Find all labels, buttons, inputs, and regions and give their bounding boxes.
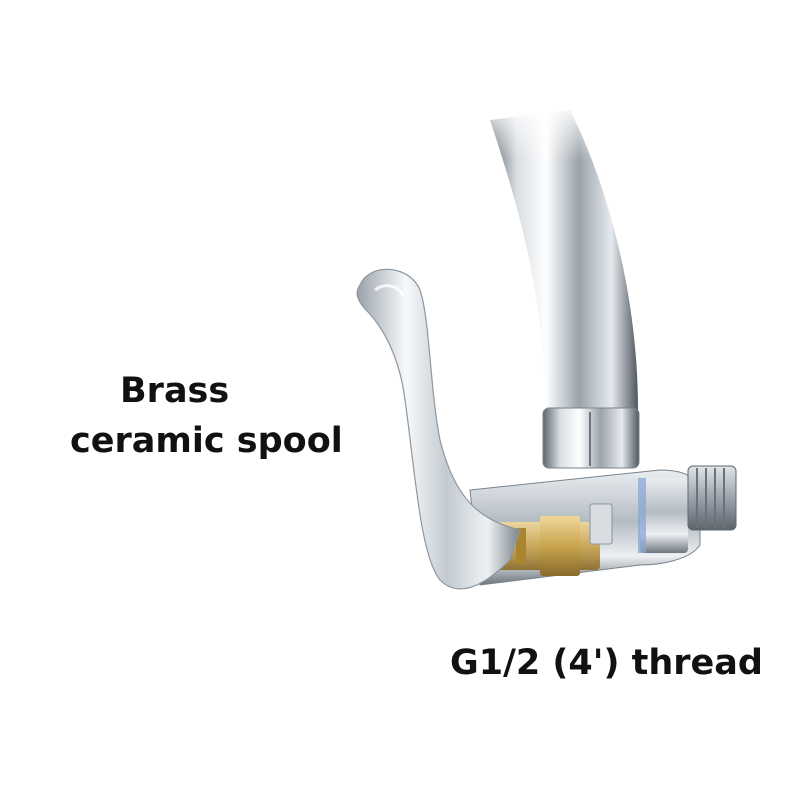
- lever-handle: [356, 268, 521, 590]
- brass-spool-caption: Brass ceramic spool: [70, 366, 343, 466]
- thread-connector: [687, 465, 737, 531]
- blue-ring: [638, 478, 646, 553]
- brass-spool-caption-line1: Brass: [120, 371, 230, 411]
- pipe-collar: [542, 407, 640, 469]
- thread-caption: G1/2 (4') thread: [450, 643, 763, 683]
- spout-pipe: [470, 100, 638, 410]
- brass-spool-caption-line2: ceramic spool: [70, 421, 343, 461]
